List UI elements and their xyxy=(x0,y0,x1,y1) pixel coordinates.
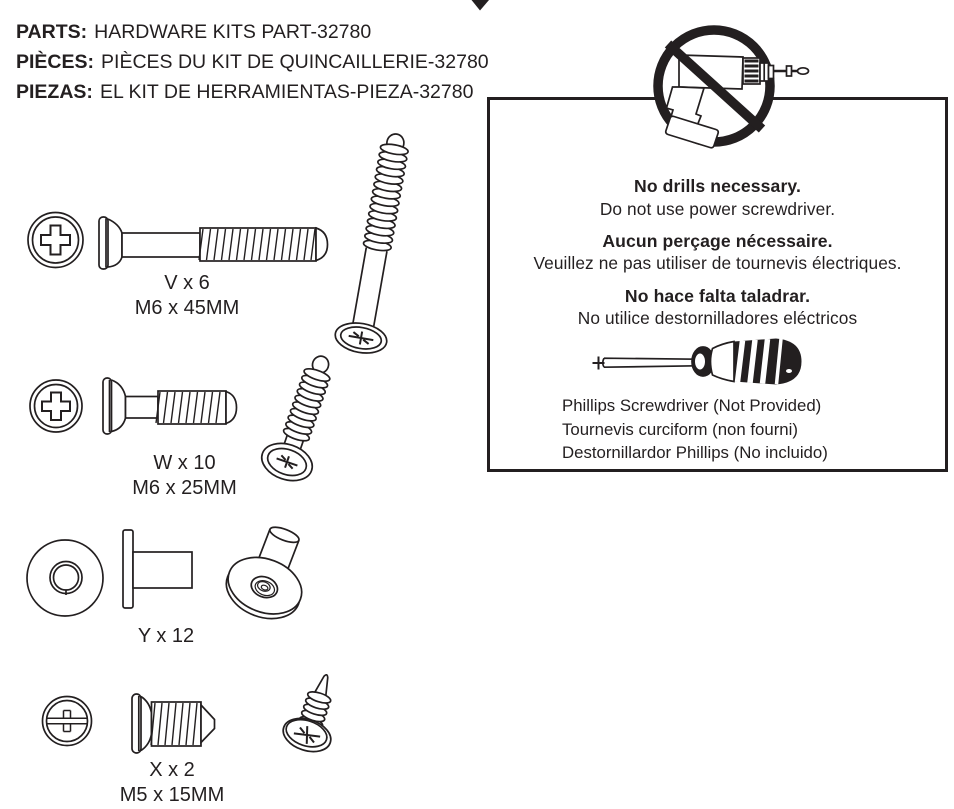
notice-fr-text: Veuillez ne pas utiliser de tournevis él… xyxy=(533,253,902,273)
notice-en-text: Do not use power screwdriver. xyxy=(599,198,836,219)
notice-es-bold: No hace falta taladrar. xyxy=(624,285,811,306)
part-y-3d-view xyxy=(225,526,303,620)
part-x-3d-view xyxy=(282,673,332,753)
notice-box xyxy=(487,97,948,472)
header-line-es: PIEZAS: EL KIT DE HERRAMIENTAS-PIEZA-3278… xyxy=(16,77,489,107)
part-w-label-block: W x 10 M6 x 25MM xyxy=(97,451,272,501)
part-y-front-view-icon xyxy=(26,539,104,617)
part-y-label-block: Y x 12 xyxy=(81,624,251,649)
header: PARTS:HARDWARE KITS PART-32780 PIÈCES:PI… xyxy=(16,17,489,108)
notice-en-bold: No drills necessary. xyxy=(634,176,801,196)
screwdriver-lines: Phillips Screwdriver (Not Provided) Tour… xyxy=(562,394,828,465)
header-text-es: EL KIT DE HERRAMIENTAS-PIEZA-32780 xyxy=(99,81,474,104)
header-line-fr: PIÈCES: PIÈCES DU KIT DE QUINCAILLERIE-32… xyxy=(16,47,489,77)
part-v-label-block: V x 6 M6 x 45MM xyxy=(101,271,273,321)
notice-fr-bold: Aucun perçage nécessaire. xyxy=(602,230,833,251)
arrow-down-fragment-icon xyxy=(471,0,489,11)
notice-es-text: No utilice destornilladores eléctricos xyxy=(577,308,858,328)
header-line-en: PARTS: HARDWARE KITS PART-32780 xyxy=(16,17,489,47)
part-x-label-block: X x 2 M5 x 15MM xyxy=(87,758,257,808)
screwdriver-line-es: Destornillardor Phillips (No incluido) xyxy=(562,443,828,463)
part-y-label: Y x 12 xyxy=(137,625,195,647)
part-w-label: W x 10 xyxy=(153,452,216,474)
part-w-end-view-icon xyxy=(29,379,83,433)
part-x-end-view-icon xyxy=(41,695,93,747)
part-v-side-view xyxy=(98,216,329,270)
part-x-size: M5 x 15MM xyxy=(119,783,225,806)
part-x-label: X x 2 xyxy=(149,759,195,781)
part-x-side-view xyxy=(131,693,216,754)
part-v-end-view-icon xyxy=(27,211,84,269)
header-label-fr: PIÈCES: xyxy=(16,51,95,74)
part-y-side-view xyxy=(122,529,193,609)
part-v-3d-view xyxy=(334,133,409,354)
header-text-en: HARDWARE KITS PART-32780 xyxy=(94,21,372,43)
screwdriver-line-en: Phillips Screwdriver (Not Provided) xyxy=(562,396,822,415)
screwdriver-line-fr: Tournevis curciform (non fourni) xyxy=(562,419,798,439)
part-v-label: V x 6 xyxy=(164,272,210,294)
header-text-fr: PIÈCES DU KIT DE QUINCAILLERIE-32780 xyxy=(101,51,489,74)
part-w-size: M6 x 25MM xyxy=(132,476,237,499)
header-label-es: PIEZAS: xyxy=(16,81,93,104)
header-label-en: PARTS: xyxy=(16,21,88,43)
part-v-size: M6 x 45MM xyxy=(134,296,240,319)
part-w-side-view xyxy=(102,377,238,435)
